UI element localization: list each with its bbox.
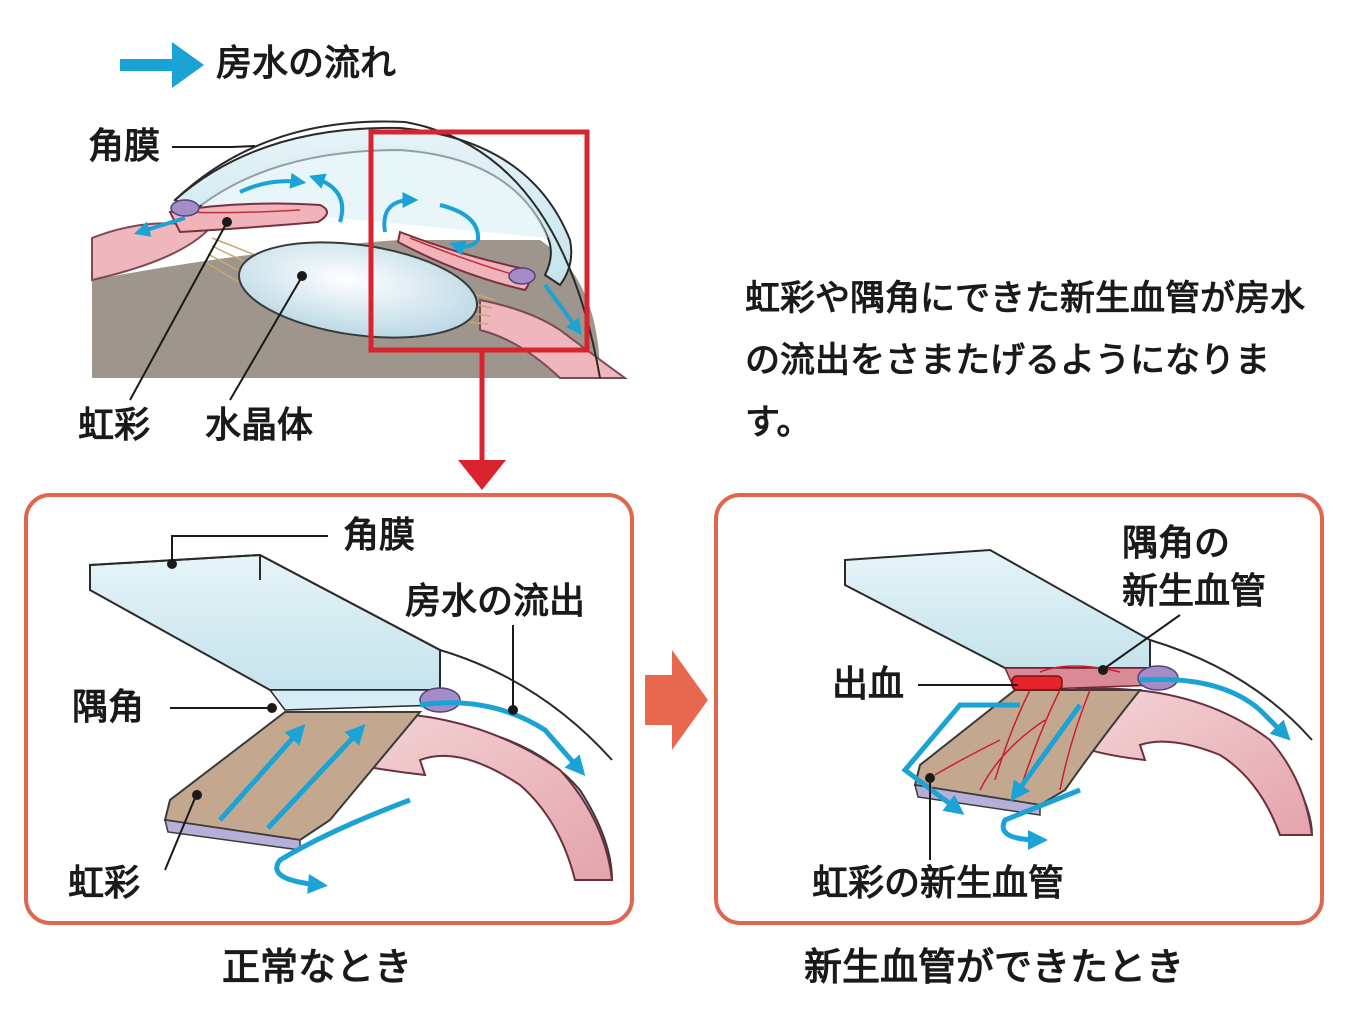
neo-bleeding-label: 出血: [832, 664, 905, 705]
normal-angle-label: 隅角: [72, 687, 145, 728]
normal-caption: 正常なとき: [222, 945, 413, 989]
panel-normal-frame: [24, 493, 634, 925]
normal-angle-illustration: [89, 553, 614, 894]
neo-angle-label-line1: 隅角の: [1122, 523, 1231, 564]
neo-iris-label: 虹彩の新生血管: [812, 863, 1065, 904]
transition-arrow-icon: [645, 650, 708, 750]
panel-neo-frame: [714, 493, 1324, 925]
top-iris-label: 虹彩: [78, 405, 151, 446]
neo-angle-illustration: [844, 548, 1314, 850]
top-cornea-label: 角膜: [88, 126, 161, 167]
top-lens-label: 水晶体: [205, 405, 314, 446]
neo-angle-label-line2: 新生血管: [1122, 571, 1267, 612]
neo-caption: 新生血管ができたとき: [804, 945, 1185, 989]
top-eye-illustration: [91, 120, 629, 379]
zoom-arrow-icon: [458, 350, 506, 490]
legend-label: 房水の流れ: [216, 43, 397, 84]
normal-iris-label: 虹彩: [68, 863, 141, 904]
description-text: 虹彩や隅角にできた新生血管が房水の流出をさまたげるようになります。: [745, 279, 1306, 443]
highlight-box: [368, 129, 590, 353]
normal-outflow-label: 房水の流出: [405, 581, 586, 622]
normal-cornea-label: 角膜: [343, 515, 416, 556]
legend-arrow-icon: [120, 42, 204, 88]
